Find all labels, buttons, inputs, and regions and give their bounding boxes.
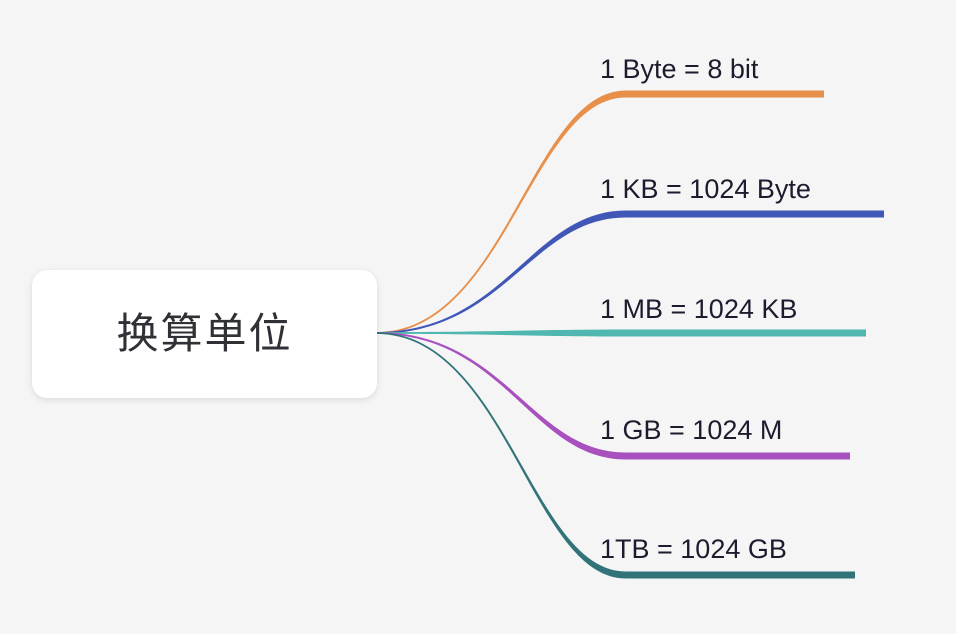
branch-mb-kb-connector: [376, 329, 866, 337]
branch-label-kb-byte[interactable]: 1 KB = 1024 Byte: [600, 174, 811, 204]
branch-label-tb-gb[interactable]: 1TB = 1024 GB: [600, 534, 787, 564]
branch-label-gb-m[interactable]: 1 GB = 1024 M: [600, 415, 783, 445]
branch-label-byte-bit[interactable]: 1 Byte = 8 bit: [600, 54, 759, 84]
branch-label-mb-kb[interactable]: 1 MB = 1024 KB: [600, 294, 798, 324]
root-node[interactable]: 换算单位: [32, 270, 377, 398]
root-node-label: 换算单位: [116, 309, 293, 358]
